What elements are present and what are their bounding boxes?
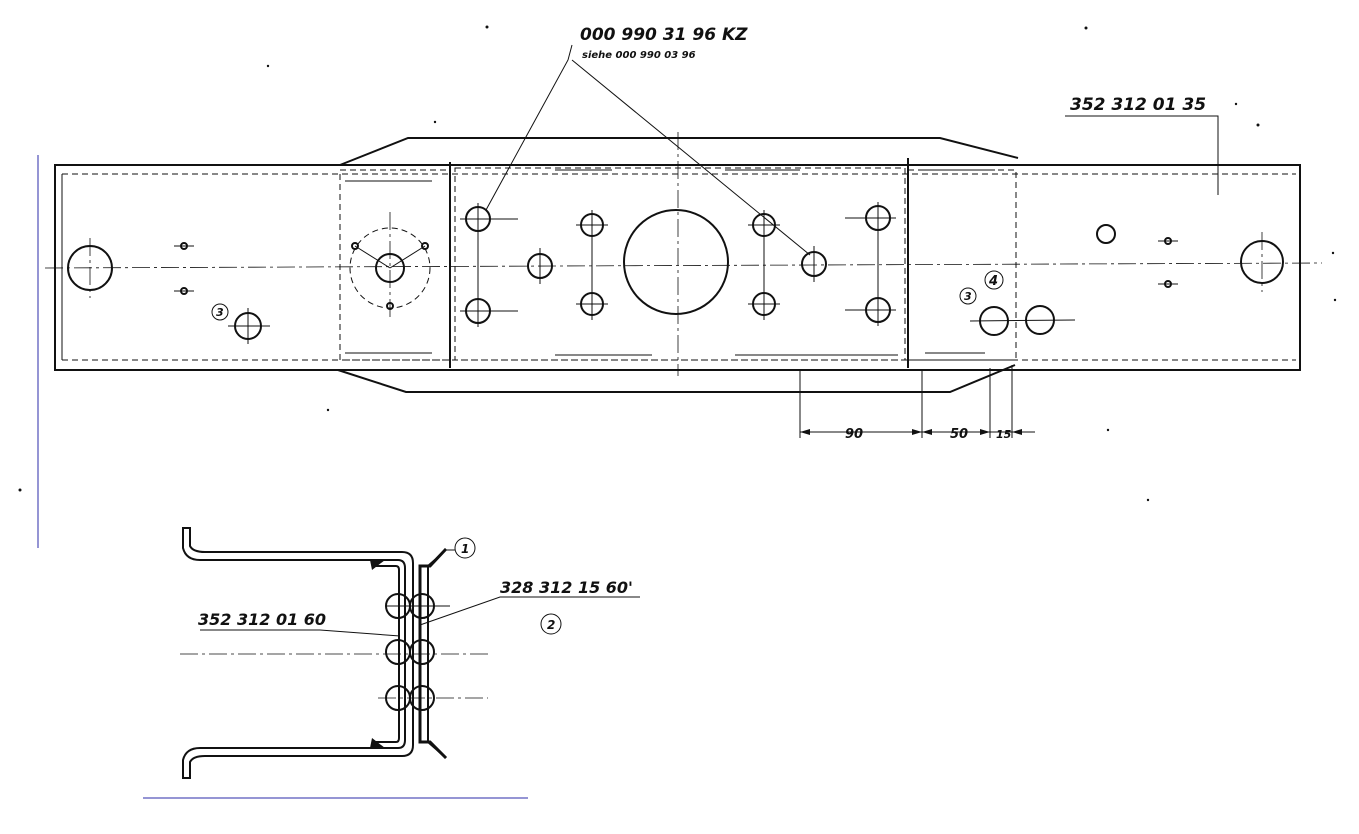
section-bolts (385, 593, 435, 711)
bolt-hole-a (351, 242, 359, 250)
callout-label-3-left: 3 (216, 306, 224, 319)
leader-top-to-right-hole (571, 59, 811, 256)
bolt-hole-b (421, 242, 429, 250)
section-part-b: 352 312 01 60 (198, 610, 326, 629)
crossmember-top-view (44, 44, 1323, 438)
dimension-90: 90 (845, 427, 863, 442)
horizontal-centerline (44, 262, 1323, 269)
channel-outer (182, 527, 414, 779)
center-hole-large (623, 209, 729, 315)
i-beam-web-right (427, 548, 447, 759)
callout-circle-3-right (959, 287, 977, 305)
leader-top-to-left-hole (485, 44, 573, 211)
leader-section-b (200, 629, 401, 637)
weld-marks (345, 169, 995, 356)
reinforcement-bottom-outline (337, 364, 1016, 393)
leader-right-part (1065, 115, 1219, 195)
weld-fillet-top (370, 560, 385, 570)
section-view (180, 527, 640, 779)
hidden-bracket-right (907, 169, 1017, 361)
hidden-bracket-left (339, 169, 451, 361)
callout-label-2: 2 (547, 618, 555, 632)
scan-specks (18, 25, 1337, 502)
callout-label-1: 1 (461, 542, 469, 556)
callout-circle-1 (454, 537, 476, 559)
section-part-a: 328 312 15 60' (500, 578, 633, 597)
dimension-50: 50 (950, 427, 968, 442)
weld-fillet-bottom (370, 738, 385, 748)
hidden-center-plate (454, 167, 906, 361)
callout-circle-3-left (211, 303, 229, 321)
reinforcement-top-outline (339, 137, 1019, 166)
part-number-top: 000 990 31 96 KZ (580, 25, 748, 45)
callout-circle-2 (540, 613, 562, 635)
leader-section-a (419, 596, 640, 626)
callout-label-3-right: 3 (964, 290, 972, 303)
callout-label-4: 4 (988, 274, 998, 289)
crossmember-outline (54, 164, 1301, 371)
part-number-right: 352 312 01 35 (1070, 95, 1206, 115)
plate-hole-crosses (460, 202, 896, 327)
dimension-lines (799, 365, 1035, 438)
part-number-top-sub: siehe 000 990 03 96 (582, 50, 696, 61)
dimension-15: 15 (996, 428, 1012, 441)
hole-right-mid (1096, 224, 1116, 244)
callout-circle-4 (984, 270, 1004, 290)
